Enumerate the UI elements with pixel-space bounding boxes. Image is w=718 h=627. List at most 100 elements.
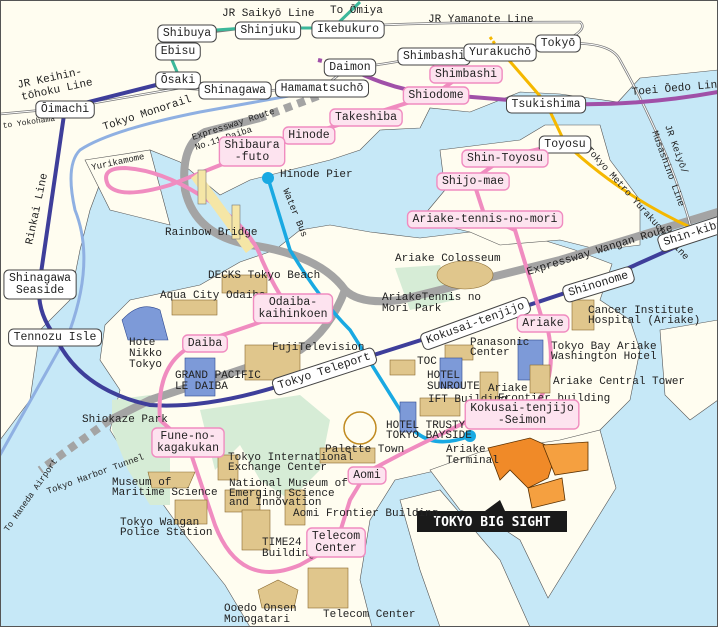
station-ebisu[interactable]: Ebisu — [155, 42, 201, 61]
maritime-museum-label-2[interactable]: Maritime Science — [112, 487, 218, 499]
ariake-terminal-label-2[interactable]: Terminal — [446, 455, 499, 467]
telecom-center-landmark-label[interactable]: Telecom Center — [323, 609, 415, 621]
station-box — [329, 108, 403, 127]
station-yk-ariake-tennis-no-mori[interactable]: Ariake-tennis-no-mori — [406, 210, 564, 229]
station-yk-takeshiba[interactable]: Takeshiba — [329, 108, 403, 127]
hinode-pier-label[interactable]: Hinode Pier — [280, 169, 353, 181]
nikko-label-1[interactable]: Hote — [129, 337, 155, 349]
grand-pacific-label-2[interactable]: LE DAIBA — [175, 381, 228, 393]
station-toyosu[interactable]: Toyosu — [538, 135, 592, 154]
miraikan-label-1[interactable]: National Museum of — [229, 478, 348, 490]
station-box — [562, 266, 635, 303]
trusty-label-1[interactable]: HOTEL TRUSTY — [386, 420, 466, 432]
sunroute-label-2[interactable]: SUNROUTE — [427, 381, 480, 393]
police-station-building — [174, 499, 208, 525]
station-tokyo[interactable]: Tokyō — [535, 34, 581, 53]
washington-hotel-label-2[interactable]: Washington Hotel — [551, 351, 657, 363]
police-station-label-1[interactable]: Tokyo Wangan — [120, 517, 199, 529]
station-yk-ariake[interactable]: Ariake — [516, 314, 570, 333]
station-yk-odaiba-kaihinkoen[interactable]: Odaiba-kaihinkoen — [252, 293, 334, 324]
station-yk-shiodome[interactable]: Shiodome — [402, 86, 470, 105]
station-label: Yurakuchō — [469, 46, 531, 59]
station-ikebukuro[interactable]: Ikebukuro — [311, 20, 385, 39]
station-box — [535, 34, 581, 53]
aqua-city-label[interactable]: Aqua City Odaiba — [160, 290, 266, 302]
station-yk-shijo-mae[interactable]: Shijo-mae — [436, 172, 510, 191]
exchange-center-label-1[interactable]: Tokyo International — [228, 452, 353, 464]
tennis-park-label-1[interactable]: AriakeTennis no — [382, 292, 481, 304]
colosseum-label[interactable]: Ariake Colosseum — [395, 253, 501, 265]
station-oimachi[interactable]: Ōimachi — [35, 100, 95, 119]
nikko-label-2[interactable]: Nikko — [129, 348, 162, 360]
station-yk-fune-no-kagakukan[interactable]: Fune-no-kagakukan — [151, 427, 225, 458]
ariake-terminal-label-1[interactable]: Ariake — [446, 444, 486, 456]
tennis-park-label-2[interactable]: Mori Park — [382, 303, 442, 315]
aomi-frontier-label[interactable]: Aomi Frontier Building — [293, 508, 438, 520]
station-hamamatsucho[interactable]: Hamamatsuchō — [275, 79, 369, 98]
panasonic-label-1[interactable]: Panasonic — [470, 337, 529, 349]
central-tower-building — [529, 364, 551, 394]
station-yurakucho[interactable]: Yurakuchō — [463, 43, 537, 62]
station-osaki[interactable]: Ōsaki — [155, 71, 201, 90]
trusty-label-2[interactable]: TOKYO BAYSIDE — [386, 430, 472, 442]
decks-label[interactable]: DECKS Tokyo Beach — [208, 270, 320, 282]
station-shibuya[interactable]: Shibuya — [157, 24, 217, 43]
oedo-onsen-label-1[interactable]: Ooedo Onsen — [224, 603, 297, 615]
big-sight-callout[interactable]: TOKYO BIG SIGHT — [417, 500, 567, 532]
station-shimbashi-jr[interactable]: Shimbashi — [397, 47, 471, 66]
station-box — [3, 269, 77, 300]
grand-pacific-label-1[interactable]: GRAND PACIFIC — [175, 370, 261, 382]
station-tsukishima[interactable]: Tsukishima — [505, 95, 587, 114]
station-box — [252, 293, 334, 324]
station-tennozu-isle[interactable]: Tennozu Isle — [8, 328, 102, 347]
washington-hotel-label-1[interactable]: Tokyo Bay Ariake — [551, 341, 657, 353]
station-daimon[interactable]: Daimon — [323, 58, 377, 77]
station-box — [402, 86, 470, 105]
hotel-nikko-building — [121, 306, 169, 341]
toc-label[interactable]: TOC — [417, 356, 437, 368]
exchange-center-label-2[interactable]: Exchange Center — [228, 462, 327, 474]
cancer-hospital-label-2[interactable]: Hospital (Ariake) — [588, 315, 700, 327]
station-shinagawa[interactable]: Shinagawa — [198, 81, 272, 100]
police-station-label-2[interactable]: Police Station — [120, 527, 212, 539]
station-yk-aomi[interactable]: Aomi — [347, 466, 387, 485]
station-label: Ōsaki — [161, 74, 196, 87]
station-box — [347, 466, 387, 485]
nikko-label-3[interactable]: Tokyo — [129, 359, 162, 371]
frontier-label-1[interactable]: Ariake — [488, 383, 528, 395]
shiokaze-park-label[interactable]: Shiokaze Park — [82, 414, 168, 426]
station-yk-shibaura-futo[interactable]: Shibaura-futo — [218, 136, 286, 167]
station-label: Toyosu — [544, 138, 585, 151]
oedo-onsen-label-2[interactable]: Monogatari — [224, 614, 290, 626]
station-yk-kokusai-tenjijo-seimon[interactable]: Kokusai-tenjijo-Seimon — [464, 399, 580, 430]
station-label: Tsukishima — [511, 98, 580, 111]
time24-label-2[interactable]: Building — [262, 548, 315, 560]
miraikan-label-3[interactable]: and Innovation — [229, 497, 321, 509]
station-box — [657, 214, 718, 252]
station-yk-shimbashi[interactable]: Shimbashi — [429, 65, 503, 84]
station-box — [151, 427, 225, 458]
station-label: Odaiba-kaihinkoen — [258, 296, 327, 321]
station-yk-shin-toyosu[interactable]: Shin-Toyosu — [461, 149, 549, 168]
palette-town-label[interactable]: Palette Town — [325, 444, 404, 456]
rainbow-bridge-label[interactable]: Rainbow Bridge — [165, 227, 257, 239]
station-yk-daiba[interactable]: Daiba — [182, 334, 229, 353]
panasonic-label-2[interactable]: Center — [470, 347, 510, 359]
park-central — [200, 395, 330, 500]
station-shinjuku[interactable]: Shinjuku — [234, 21, 302, 40]
station-box — [420, 296, 531, 350]
central-tower-label[interactable]: Ariake Central Tower — [553, 376, 685, 388]
land-shibaura — [84, 149, 171, 226]
tokyo-big-sight-building[interactable] — [487, 437, 589, 509]
station-label: Shimbashi — [403, 50, 465, 63]
cancer-hospital-label-1[interactable]: Cancer Institute — [588, 305, 694, 317]
sunroute-label-1[interactable]: HOTEL — [427, 370, 460, 382]
maritime-museum-label-1[interactable]: Museum of — [112, 477, 171, 489]
station-yk-hinode[interactable]: Hinode — [282, 126, 336, 145]
time24-label-1[interactable]: TIME24 — [262, 537, 302, 549]
miraikan-label-2[interactable]: Emerging Science — [229, 488, 335, 500]
fuji-tv-label[interactable]: FujiTelevision — [272, 342, 364, 354]
